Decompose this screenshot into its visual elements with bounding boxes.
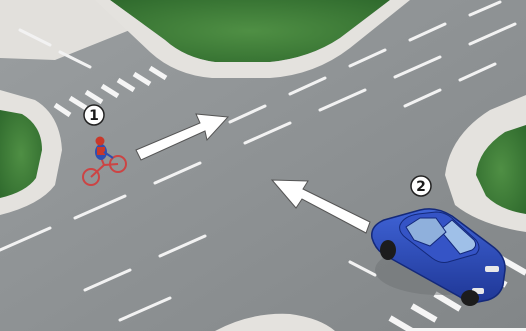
marker-cyclist-label: 1 [89, 108, 99, 124]
marker-car-label: 2 [416, 179, 426, 195]
marker-cyclist: 1 [84, 105, 104, 125]
marker-car: 2 [411, 176, 431, 196]
